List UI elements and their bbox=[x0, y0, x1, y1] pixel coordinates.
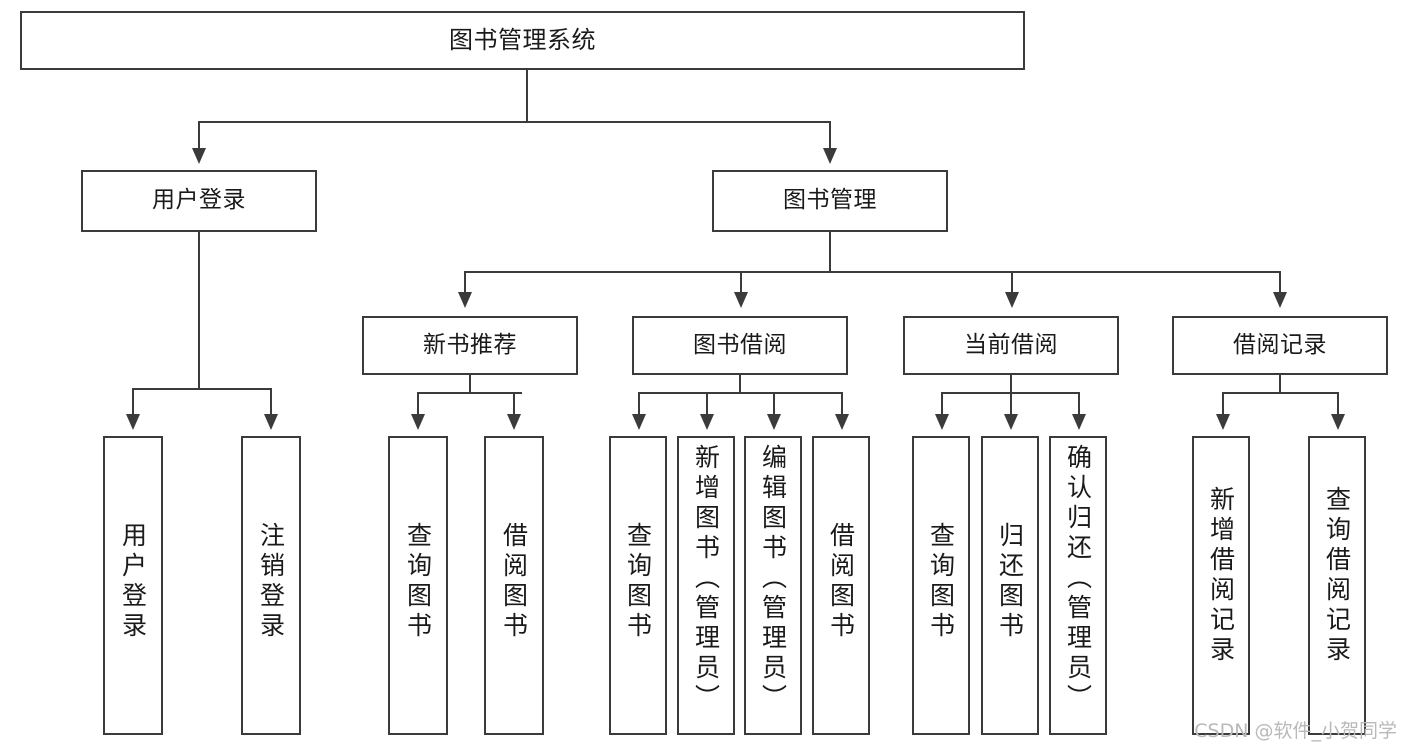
connector-book-mgmt-drop-3 bbox=[1011, 271, 1013, 295]
arrowhead-level3-current-borrow bbox=[1005, 292, 1019, 308]
node-root-system[interactable]: 图书管理系统 bbox=[20, 11, 1025, 70]
connector-root-to-user-login bbox=[198, 121, 200, 153]
connector-book-mgmt-drop-2 bbox=[740, 271, 742, 295]
arrowhead-current-borrow-leaf-3 bbox=[1072, 414, 1086, 430]
connector-book-borrow-bus bbox=[638, 392, 841, 394]
arrowhead-borrow-record-leaf-1 bbox=[1216, 414, 1230, 430]
node-book-borrow[interactable]: 图书借阅 bbox=[632, 316, 848, 375]
connector-borrow-record-bus bbox=[1222, 392, 1337, 394]
leaf-current-borrow-query[interactable]: 查询图书 bbox=[912, 436, 970, 735]
connector-book-mgmt-drop-4 bbox=[1279, 271, 1281, 295]
connector-new-book-stem bbox=[469, 375, 471, 393]
arrowhead-root-to-user-login bbox=[192, 148, 206, 164]
leaf-book-borrow-borrow[interactable]: 借阅图书 bbox=[812, 436, 870, 735]
connector-current-borrow-drop-3 bbox=[1078, 392, 1080, 416]
connector-book-mgmt-bus bbox=[464, 271, 1280, 273]
node-user-login[interactable]: 用户登录 bbox=[81, 170, 317, 232]
node-label: 借阅图书 bbox=[499, 522, 529, 642]
connector-user-login-drop-1 bbox=[132, 388, 134, 418]
node-label: 当前借阅 bbox=[964, 331, 1058, 358]
leaf-current-borrow-confirm[interactable]: 确认归还（管理员） bbox=[1049, 436, 1107, 735]
node-borrow-record[interactable]: 借阅记录 bbox=[1172, 316, 1388, 375]
connector-root-bus bbox=[198, 121, 830, 123]
arrowhead-new-book-leaf-1 bbox=[411, 414, 425, 430]
arrowhead-current-borrow-leaf-2 bbox=[1004, 414, 1018, 430]
node-label: 确认归还（管理员） bbox=[1063, 444, 1093, 714]
connector-borrow-record-drop-1 bbox=[1222, 392, 1224, 416]
connector-current-borrow-drop-1 bbox=[941, 392, 943, 416]
node-label: 用户登录 bbox=[152, 187, 246, 214]
connector-new-book-drop-2 bbox=[513, 392, 515, 416]
connector-borrow-record-stem bbox=[1279, 375, 1281, 393]
connector-book-mgmt-stem bbox=[829, 232, 831, 272]
connector-user-login-stem bbox=[198, 232, 200, 389]
connector-new-book-drop-1 bbox=[417, 392, 419, 416]
node-label: 编辑图书（管理员） bbox=[758, 444, 788, 714]
node-label: 查询图书 bbox=[623, 522, 653, 642]
node-label: 查询图书 bbox=[403, 522, 433, 642]
leaf-book-borrow-edit[interactable]: 编辑图书（管理员） bbox=[744, 436, 802, 735]
node-label: 图书管理 bbox=[783, 187, 877, 214]
arrowhead-borrow-record-leaf-2 bbox=[1331, 414, 1345, 430]
node-label: 新增图书（管理员） bbox=[691, 444, 721, 714]
leaf-book-borrow-query[interactable]: 查询图书 bbox=[609, 436, 667, 735]
node-new-book-recommend[interactable]: 新书推荐 bbox=[362, 316, 578, 375]
leaf-new-book-borrow[interactable]: 借阅图书 bbox=[484, 436, 544, 735]
leaf-current-borrow-return[interactable]: 归还图书 bbox=[981, 436, 1039, 735]
node-label: 查询借阅记录 bbox=[1322, 486, 1352, 666]
node-label: 归还图书 bbox=[995, 522, 1025, 642]
node-label: 借阅图书 bbox=[826, 522, 856, 642]
arrowhead-user-login-leaf-1 bbox=[126, 414, 140, 430]
arrowhead-book-borrow-leaf-1 bbox=[632, 414, 646, 430]
connector-root-to-book-mgmt bbox=[829, 121, 831, 153]
node-label: 查询图书 bbox=[926, 522, 956, 642]
arrowhead-book-borrow-leaf-3 bbox=[767, 414, 781, 430]
node-label: 图书管理系统 bbox=[449, 26, 596, 55]
leaf-book-borrow-add[interactable]: 新增图书（管理员） bbox=[677, 436, 735, 735]
leaf-borrow-record-query[interactable]: 查询借阅记录 bbox=[1308, 436, 1366, 735]
arrowhead-user-login-leaf-2 bbox=[264, 414, 278, 430]
leaf-new-book-query[interactable]: 查询图书 bbox=[388, 436, 448, 735]
leaf-borrow-record-add[interactable]: 新增借阅记录 bbox=[1192, 436, 1250, 735]
arrowhead-book-borrow-leaf-2 bbox=[700, 414, 714, 430]
node-label: 新书推荐 bbox=[423, 331, 517, 358]
leaf-user-login-login[interactable]: 用户登录 bbox=[103, 436, 163, 735]
connector-new-book-bus bbox=[417, 392, 522, 394]
connector-book-borrow-drop-4 bbox=[841, 392, 843, 416]
node-label: 用户登录 bbox=[118, 522, 148, 642]
arrowhead-current-borrow-leaf-1 bbox=[935, 414, 949, 430]
node-label: 注销登录 bbox=[256, 522, 286, 642]
connector-root-stem bbox=[526, 70, 528, 122]
connector-current-borrow-drop-2 bbox=[1010, 392, 1012, 416]
node-book-management[interactable]: 图书管理 bbox=[712, 170, 948, 232]
arrowhead-level3-book-borrow bbox=[734, 292, 748, 308]
csdn-watermark: CSDN @软件_小贺同学 bbox=[1194, 720, 1397, 742]
arrowhead-level3-new-book bbox=[458, 292, 472, 308]
connector-book-mgmt-drop-1 bbox=[464, 271, 466, 295]
connector-book-borrow-drop-3 bbox=[773, 392, 775, 416]
connector-book-borrow-drop-1 bbox=[638, 392, 640, 416]
arrowhead-root-to-book-mgmt bbox=[823, 148, 837, 164]
leaf-user-login-logout[interactable]: 注销登录 bbox=[241, 436, 301, 735]
node-label: 新增借阅记录 bbox=[1206, 486, 1236, 666]
connector-user-login-bus bbox=[132, 388, 270, 390]
connector-book-borrow-drop-2 bbox=[706, 392, 708, 416]
node-current-borrow[interactable]: 当前借阅 bbox=[903, 316, 1119, 375]
connector-borrow-record-drop-2 bbox=[1337, 392, 1339, 416]
arrowhead-level3-borrow-record bbox=[1273, 292, 1287, 308]
node-label: 图书借阅 bbox=[693, 331, 787, 358]
node-label: 借阅记录 bbox=[1233, 331, 1327, 358]
arrowhead-book-borrow-leaf-4 bbox=[835, 414, 849, 430]
connector-book-borrow-stem bbox=[739, 375, 741, 393]
connector-user-login-drop-2 bbox=[270, 388, 272, 418]
connector-current-borrow-stem bbox=[1010, 375, 1012, 393]
arrowhead-new-book-leaf-2 bbox=[507, 414, 521, 430]
